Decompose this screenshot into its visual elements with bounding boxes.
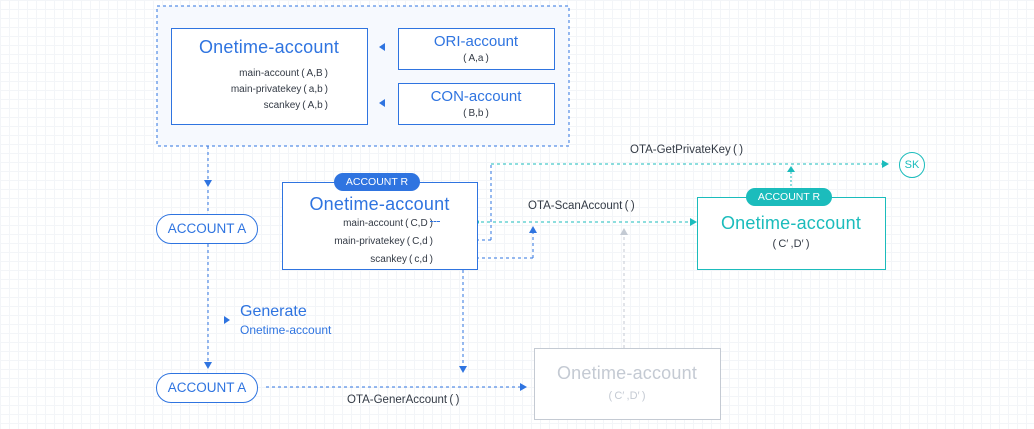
ori-account-title: ORI-account [433,33,519,50]
account-a-pill-bottom: ACCOUNT A [156,373,258,403]
generate-arrow-icon [204,362,212,369]
generate-subtitle: Onetime-account [240,323,332,337]
r-main-privatekey-line: main-privatekey ( C,d ) [334,236,433,247]
ori-account-value: ( A,a ) [463,53,489,64]
generated-up-arrow-icon [620,228,628,235]
group-to-account-a-arrow-icon [204,180,212,187]
account-r-badge-left: ACCOUNT R [334,173,420,191]
ori-arrow-icon [379,43,385,51]
sk-node: SK [899,152,925,178]
generated-onetime-box: Onetime-account ( C′ ,D′ ) [534,348,721,420]
get-private-key-arrow-icon [882,160,889,168]
account-r-badge-right: ACCOUNT R [746,188,832,206]
onetime-account-box-top: Onetime-account main-account ( A,B ) mai… [171,28,368,125]
top-main-account-line: main-account ( A,B ) [239,68,328,79]
account-r-onetime-box: Onetime-account main-account ( C,D ) mai… [282,182,478,270]
con-account-box: CON-account ( B,b ) [398,83,555,125]
con-account-title: CON-account [430,88,522,105]
r-scankey-line: scankey ( c,d ) [370,254,433,265]
gener-account-label: OTA-GenerAccount ( ) [347,394,460,406]
onetime-title-top: Onetime-account [198,37,340,57]
account-r-onetime-right-box: Onetime-account ( C′ ,D′ ) [697,197,886,270]
account-r-right-value: ( C′ ,D′ ) [772,238,810,250]
top-scankey-line: scankey ( A,b ) [263,100,328,111]
account-a-pill-top: ACCOUNT A [156,214,258,244]
generate-pointer-icon [224,316,230,324]
generated-onetime-value: ( C′ ,D′ ) [608,390,646,402]
account-r-onetime-title: Onetime-account [309,194,450,214]
con-arrow-icon [379,99,385,107]
scan-account-label: OTA-ScanAccount ( ) [528,200,635,212]
gener-account-arrow-icon [520,383,527,391]
generate-title: Generate [240,303,307,320]
con-account-value: ( B,b ) [463,108,489,119]
ori-account-box: ORI-account ( A,a ) [398,28,555,70]
get-private-key-label: OTA-GetPrivateKey ( ) [630,144,744,156]
scan-account-arrow-icon [690,218,697,226]
r-main-account-line: main-account ( C,D ) [343,218,433,229]
cd-down-arrow-icon [459,366,467,373]
scankey-arrow-icon [529,226,537,233]
account-r-right-title: Onetime-account [720,213,862,233]
generated-onetime-title: Onetime-account [556,363,698,383]
top-main-privatekey-line: main-privatekey ( a,b ) [230,84,328,95]
